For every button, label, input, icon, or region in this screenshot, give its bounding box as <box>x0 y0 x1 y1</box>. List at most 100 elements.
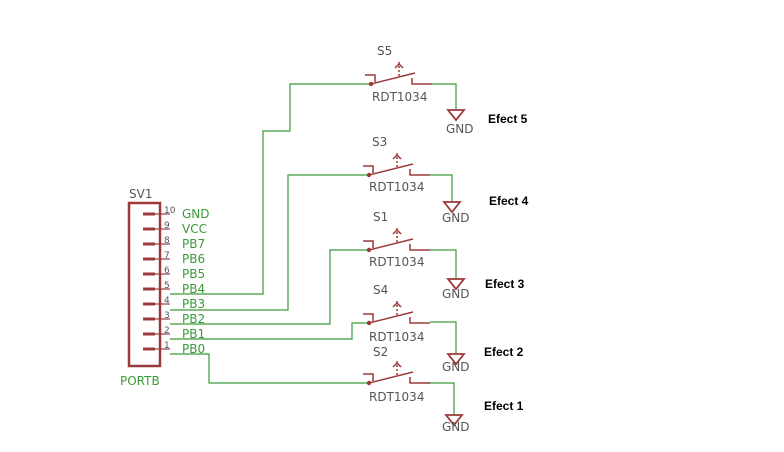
wire-pb0-s2 <box>170 353 369 384</box>
pin-number: 7 <box>164 251 170 261</box>
pin-number: 9 <box>164 221 170 231</box>
connector-pin-4: 4 PB3 <box>143 296 205 311</box>
connector-pin-8: 8 PB7 <box>143 236 205 251</box>
pin-number: 3 <box>164 311 170 321</box>
ground-symbol <box>442 201 462 214</box>
switch-symbol <box>365 60 432 87</box>
pin-label: PB4 <box>182 282 205 296</box>
connector-pin-7: 7 PB6 <box>143 251 205 266</box>
pin-stub <box>143 242 155 246</box>
pin-stub <box>143 287 155 291</box>
ground-label: GND <box>442 420 470 434</box>
pin-number: 5 <box>164 281 170 291</box>
wire-s4-gnd <box>430 321 457 354</box>
switch-name: S2 <box>373 345 388 359</box>
wire-s3-gnd <box>430 174 453 202</box>
switch-lead-left <box>363 165 374 173</box>
effect-label: Efect 3 <box>485 277 525 291</box>
pin-number: 8 <box>164 236 170 246</box>
ground-symbol <box>446 278 466 291</box>
pin-label: PB6 <box>182 252 205 266</box>
wire-pb1-s4 <box>170 322 369 340</box>
switch-symbol <box>363 226 430 253</box>
switch-value: RDT1034 <box>372 90 427 104</box>
switch-symbol <box>363 151 430 178</box>
connector-pin-3: 3 PB2 <box>143 311 205 326</box>
switch-contact <box>368 311 414 324</box>
switch-actuator-head <box>392 301 402 308</box>
ground-label: GND <box>442 360 470 374</box>
pin-label: PB5 <box>182 267 205 281</box>
pin-label: PB3 <box>182 297 205 311</box>
pin-number: 1 <box>164 341 170 351</box>
pin-label: PB2 <box>182 312 205 326</box>
wire-pb2-s1 <box>170 249 368 325</box>
connector-pin-5: 5 PB4 <box>143 281 205 296</box>
switch-lead-left <box>365 74 376 82</box>
pin-stub <box>143 257 155 261</box>
wire-pb4-s5 <box>170 83 370 295</box>
switch-name: S5 <box>377 44 392 58</box>
effect-label: Efect 4 <box>489 194 529 208</box>
pin-stub <box>143 212 155 216</box>
switch-actuator-head <box>392 153 402 160</box>
effect-label: Efect 2 <box>484 345 524 359</box>
ground-symbol <box>444 414 464 427</box>
wire-s5-gnd <box>432 83 457 110</box>
switch-name: S3 <box>372 135 387 149</box>
switch-lead-left <box>363 240 374 248</box>
switch-lead-left <box>363 313 374 321</box>
pin-stub <box>143 227 155 231</box>
pin-number: 10 <box>164 206 176 216</box>
connector-pin-10: 10 GND <box>143 206 210 221</box>
pin-number: 4 <box>164 296 170 306</box>
switch-value: RDT1034 <box>369 255 424 269</box>
wire-s2-gnd <box>428 382 455 415</box>
pin-label: VCC <box>182 222 207 236</box>
switch-symbol <box>363 299 430 326</box>
ground-symbol <box>446 109 466 122</box>
connector-name: SV1 <box>129 187 152 201</box>
connector-value: PORTB <box>120 374 160 388</box>
pin-number: 2 <box>164 326 170 336</box>
ground-label: GND <box>442 287 470 301</box>
effect-label: Efect 1 <box>484 399 524 413</box>
switch-actuator-head <box>392 361 402 368</box>
switch-lead-right <box>409 377 430 384</box>
switch-value: RDT1034 <box>369 390 424 404</box>
connector-body <box>127 201 162 368</box>
wire-pb3-s3 <box>170 174 368 311</box>
ground-label: GND <box>442 211 470 225</box>
effect-label: Efect 5 <box>488 112 528 126</box>
switch-contact <box>368 238 414 251</box>
connector-pin-9: 9 VCC <box>143 221 207 236</box>
pin-label: PB7 <box>182 237 205 251</box>
switch-lead-left <box>363 373 374 381</box>
pin-stub <box>143 347 155 351</box>
switch-name: S1 <box>373 210 388 224</box>
switch-actuator-head <box>394 62 404 69</box>
wire-s1-gnd <box>430 249 457 279</box>
switch-contact <box>370 72 416 85</box>
ground-label: GND <box>446 122 474 136</box>
wires <box>170 83 457 415</box>
switch-contact <box>368 371 414 384</box>
pin-label: GND <box>182 207 210 221</box>
switch-value: RDT1034 <box>369 330 424 344</box>
pin-stub <box>143 332 155 336</box>
switch-name: S4 <box>373 283 388 297</box>
switch-lead-right <box>411 78 432 85</box>
switch-contact <box>368 163 414 176</box>
